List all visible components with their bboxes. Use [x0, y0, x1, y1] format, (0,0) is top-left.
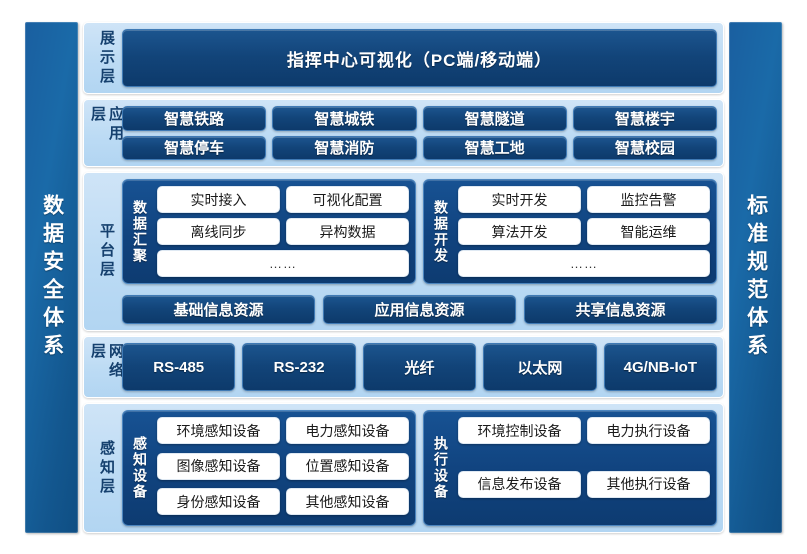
app-item-smart-parking[interactable]: 智慧停车 — [122, 135, 267, 160]
sensing-item-power[interactable]: 电力感知设备 — [286, 417, 409, 444]
layer-network: 网络层 RS-485 RS-232 光纤 以太网 4G/NB-IoT — [83, 336, 724, 398]
group-label-sensing-devices: 感知设备 — [132, 436, 149, 500]
development-row-2: 算法开发 智能运维 — [458, 218, 710, 245]
aggregation-row-2: 离线同步 异构数据 — [157, 218, 409, 245]
development-row-1: 实时开发 监控告警 — [458, 186, 710, 213]
group-sensing-devices: 感知设备 环境感知设备 电力感知设备 图像感知设备 位置感知设备 — [122, 410, 416, 526]
layer-label-network: 网络层 — [89, 343, 124, 381]
resource-item-shared-information[interactable]: 共享信息资源 — [524, 295, 717, 324]
left-pillar-data-security: 数据安全体系 — [25, 22, 78, 533]
execution-item-information-release[interactable]: 信息发布设备 — [458, 470, 581, 498]
sensing-item-image[interactable]: 图像感知设备 — [157, 452, 280, 480]
layer-stack: 展示层 指挥中心可视化（PC端/移动端） 应用层 智慧铁路 智慧城铁 智慧隧道 … — [83, 22, 724, 533]
agg-item-heterogeneous-data[interactable]: 异构数据 — [286, 218, 409, 245]
app-item-smart-metro[interactable]: 智慧城铁 — [272, 106, 417, 131]
network-items-row: RS-485 RS-232 光纤 以太网 4G/NB-IoT — [122, 343, 718, 391]
execution-item-environment-control[interactable]: 环境控制设备 — [458, 417, 581, 444]
resource-item-application-information[interactable]: 应用信息资源 — [323, 295, 516, 324]
sensing-item-other[interactable]: 其他感知设备 — [286, 488, 409, 516]
network-item-4g-nbiot[interactable]: 4G/NB-IoT — [603, 343, 718, 391]
application-row-2: 智慧停车 智慧消防 智慧工地 智慧校园 — [122, 135, 717, 160]
platform-groups: 数据汇聚 实时接入 可视化配置 离线同步 异构数据 …… — [122, 179, 717, 284]
execution-row-2: 信息发布设备 其他执行设备 — [458, 470, 710, 520]
app-item-smart-firefighting[interactable]: 智慧消防 — [272, 135, 417, 160]
network-item-rs232[interactable]: RS-232 — [242, 343, 356, 391]
dev-item-algorithm-development[interactable]: 算法开发 — [458, 218, 581, 245]
app-item-smart-railway[interactable]: 智慧铁路 — [122, 106, 267, 131]
aggregation-row-3: …… — [157, 250, 409, 277]
network-item-fiber[interactable]: 光纤 — [362, 343, 477, 391]
agg-item-offline-sync[interactable]: 离线同步 — [157, 218, 280, 245]
group-grid-execution-devices: 环境控制设备 电力执行设备 信息发布设备 其他执行设备 — [458, 417, 710, 519]
app-item-smart-tunnel[interactable]: 智慧隧道 — [422, 106, 567, 131]
application-row-1: 智慧铁路 智慧城铁 智慧隧道 智慧楼宇 — [122, 106, 717, 131]
sensing-row-1: 环境感知设备 电力感知设备 — [157, 417, 409, 448]
network-item-rs485[interactable]: RS-485 — [122, 343, 236, 391]
platform-resource-row: 基础信息资源 应用信息资源 共享信息资源 — [122, 295, 717, 324]
app-item-smart-construction-site[interactable]: 智慧工地 — [422, 135, 567, 160]
layer-body-display: 指挥中心可视化（PC端/移动端） — [122, 29, 717, 87]
sensing-row-3: 身份感知设备 其他感知设备 — [157, 488, 409, 519]
display-banner-command-center[interactable]: 指挥中心可视化（PC端/移动端） — [122, 29, 717, 87]
layer-application: 应用层 智慧铁路 智慧城铁 智慧隧道 智慧楼宇 智慧停车 智慧消防 智慧工地 智… — [83, 99, 724, 167]
execution-item-other[interactable]: 其他执行设备 — [587, 470, 710, 498]
sensing-item-environment[interactable]: 环境感知设备 — [157, 417, 280, 444]
group-execution-devices: 执行设备 环境控制设备 电力执行设备 信息发布设备 其他执行设备 — [423, 410, 717, 526]
group-label-data-aggregation: 数据汇聚 — [132, 199, 149, 264]
dev-item-ellipsis[interactable]: …… — [458, 250, 710, 277]
group-grid-data-aggregation: 实时接入 可视化配置 离线同步 异构数据 …… — [157, 186, 409, 277]
aggregation-row-1: 实时接入 可视化配置 — [157, 186, 409, 213]
dev-item-realtime-development[interactable]: 实时开发 — [458, 186, 581, 213]
group-grid-data-development: 实时开发 监控告警 算法开发 智能运维 …… — [458, 186, 710, 277]
layer-sense: 感知层 感知设备 环境感知设备 电力感知设备 图像感知设备 — [83, 403, 724, 533]
resource-item-basic-information[interactable]: 基础信息资源 — [122, 295, 315, 324]
group-data-development: 数据开发 实时开发 监控告警 算法开发 智能运维 …… — [423, 179, 717, 284]
sensing-item-location[interactable]: 位置感知设备 — [286, 452, 409, 480]
layer-body-network: RS-485 RS-232 光纤 以太网 4G/NB-IoT — [122, 343, 718, 391]
layer-body-platform: 数据汇聚 实时接入 可视化配置 离线同步 异构数据 …… — [122, 179, 717, 324]
group-grid-sensing-devices: 环境感知设备 电力感知设备 图像感知设备 位置感知设备 身份感知设备 其他感知设… — [157, 417, 409, 519]
sensing-row-2: 图像感知设备 位置感知设备 — [157, 452, 409, 484]
development-row-3: …… — [458, 250, 710, 277]
layer-label-platform: 平台层 — [98, 223, 115, 280]
agg-item-ellipsis[interactable]: …… — [157, 250, 409, 277]
group-label-data-development: 数据开发 — [433, 199, 450, 264]
right-pillar-standards-system: 标准规范体系 — [729, 22, 782, 533]
layer-body-application: 智慧铁路 智慧城铁 智慧隧道 智慧楼宇 智慧停车 智慧消防 智慧工地 智慧校园 — [122, 106, 717, 160]
layer-body-sense: 感知设备 环境感知设备 电力感知设备 图像感知设备 位置感知设备 — [122, 410, 717, 526]
layer-platform: 平台层 数据汇聚 实时接入 可视化配置 离线同步 异 — [83, 172, 724, 331]
app-item-smart-building[interactable]: 智慧楼宇 — [572, 106, 717, 131]
network-item-ethernet[interactable]: 以太网 — [483, 343, 597, 391]
layer-label-application: 应用层 — [89, 106, 124, 144]
execution-row-1: 环境控制设备 电力执行设备 — [458, 417, 710, 466]
agg-item-visual-config[interactable]: 可视化配置 — [286, 186, 409, 213]
dev-item-intelligent-ops[interactable]: 智能运维 — [587, 218, 710, 245]
app-item-smart-campus[interactable]: 智慧校园 — [572, 135, 717, 160]
group-data-aggregation: 数据汇聚 实时接入 可视化配置 离线同步 异构数据 …… — [122, 179, 416, 284]
layer-label-sense: 感知层 — [98, 439, 115, 497]
dev-item-monitoring-alarm[interactable]: 监控告警 — [587, 186, 710, 213]
sense-groups: 感知设备 环境感知设备 电力感知设备 图像感知设备 位置感知设备 — [122, 410, 717, 526]
agg-item-realtime-ingest[interactable]: 实时接入 — [157, 186, 280, 213]
layer-label-display: 展示层 — [98, 29, 115, 87]
group-label-execution-devices: 执行设备 — [433, 436, 450, 500]
execution-item-power[interactable]: 电力执行设备 — [587, 417, 710, 444]
layer-display: 展示层 指挥中心可视化（PC端/移动端） — [83, 22, 724, 94]
sensing-item-identity[interactable]: 身份感知设备 — [157, 488, 280, 516]
